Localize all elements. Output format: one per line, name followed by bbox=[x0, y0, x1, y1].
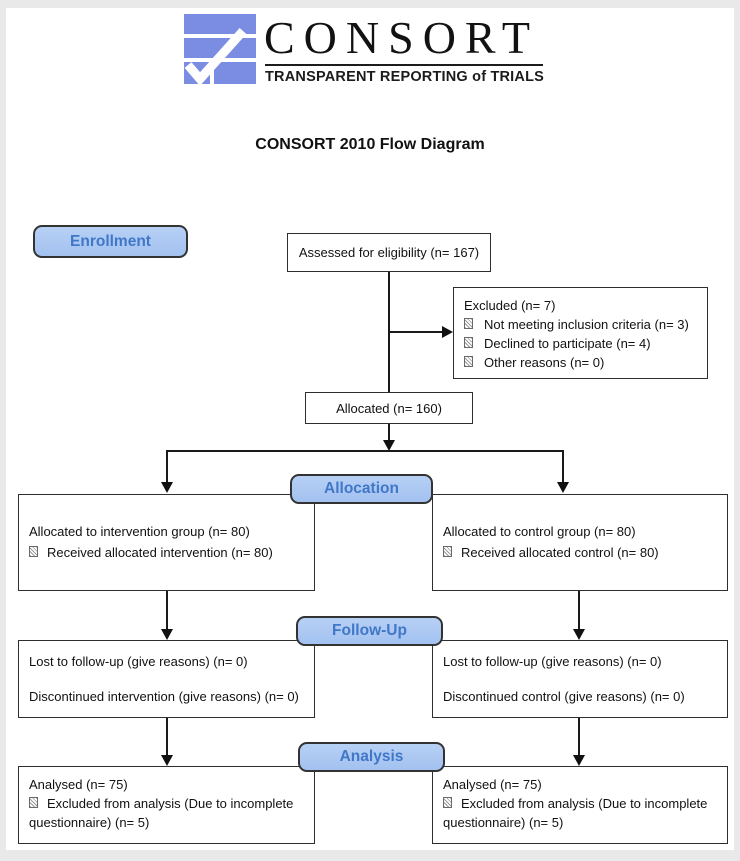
analysis-right-box: Analysed (n= 75) Excluded from analysis … bbox=[432, 766, 728, 844]
control-group-box: Allocated to control group (n= 80) Recei… bbox=[432, 494, 728, 591]
control-bullet-text: Received allocated control (n= 80) bbox=[461, 545, 659, 560]
stage-label-enrollment: Enrollment bbox=[33, 225, 188, 258]
excluded-box: Excluded (n= 7) Not meeting inclusion cr… bbox=[453, 287, 708, 379]
split-left-drop bbox=[166, 450, 168, 482]
missing-glyph-bullet-icon bbox=[464, 337, 473, 348]
stage-label-analysis: Analysis bbox=[298, 742, 445, 772]
split-right-drop bbox=[562, 450, 564, 482]
excluded-item-text: Other reasons (n= 0) bbox=[484, 355, 605, 370]
followup-right-line1: Lost to follow-up (give reasons) (n= 0) bbox=[443, 654, 662, 669]
analysis-left-bullet-line: Excluded from analysis (Due to incomplet… bbox=[29, 794, 304, 832]
arrowhead-analysis-right bbox=[573, 755, 585, 766]
connector-allocated-split bbox=[388, 424, 390, 442]
allocated-text: Allocated (n= 160) bbox=[336, 400, 442, 416]
followup-left-line1: Lost to follow-up (give reasons) (n= 0) bbox=[29, 654, 248, 669]
assessed-eligibility-box: Assessed for eligibility (n= 167) bbox=[287, 233, 491, 272]
analysis-left-box: Analysed (n= 75) Excluded from analysis … bbox=[18, 766, 315, 844]
followup-left-box: Lost to follow-up (give reasons) (n= 0) … bbox=[18, 640, 315, 718]
excluded-title: Excluded (n= 7) bbox=[464, 298, 556, 313]
page-title: CONSORT 2010 Flow Diagram bbox=[255, 136, 485, 153]
analysis-left-line1: Analysed (n= 75) bbox=[29, 777, 128, 792]
control-line1: Allocated to control group (n= 80) bbox=[443, 524, 636, 539]
logo-rule bbox=[265, 64, 543, 66]
arrowhead-followup-right bbox=[573, 629, 585, 640]
arrowhead-intervention bbox=[161, 482, 173, 493]
intervention-bullet-text: Received allocated intervention (n= 80) bbox=[47, 545, 273, 560]
connector-followup-analysis-right bbox=[578, 718, 580, 756]
missing-glyph-bullet-icon bbox=[464, 318, 473, 329]
logo-tagline: TRANSPARENT REPORTING of TRIALS bbox=[265, 69, 545, 85]
assessed-text: Assessed for eligibility (n= 167) bbox=[298, 245, 480, 260]
allocated-box: Allocated (n= 160) bbox=[305, 392, 473, 424]
arrowhead-control bbox=[557, 482, 569, 493]
analysis-right-bullet-line: Excluded from analysis (Due to incomplet… bbox=[443, 794, 717, 832]
connector-control-followup bbox=[578, 591, 580, 630]
arrowhead-analysis-left bbox=[161, 755, 173, 766]
intervention-group-box: Allocated to intervention group (n= 80) … bbox=[18, 494, 315, 591]
followup-right-line2: Discontinued control (give reasons) (n= … bbox=[443, 689, 685, 704]
connector-followup-analysis-left bbox=[166, 718, 168, 756]
consort-logo-icon bbox=[183, 14, 257, 86]
control-bullet-line: Received allocated control (n= 80) bbox=[443, 542, 717, 563]
spacer bbox=[443, 671, 717, 687]
excluded-item: Not meeting inclusion criteria (n= 3) bbox=[464, 315, 697, 334]
arrowhead-followup-left bbox=[161, 629, 173, 640]
missing-glyph-bullet-icon bbox=[443, 546, 452, 557]
analysis-right-bullet-text: Excluded from analysis (Due to incomplet… bbox=[443, 796, 708, 830]
missing-glyph-bullet-icon bbox=[443, 797, 452, 808]
logo-wordmark: CONSORT bbox=[264, 12, 539, 63]
missing-glyph-bullet-icon bbox=[29, 546, 38, 557]
followup-right-box: Lost to follow-up (give reasons) (n= 0) … bbox=[432, 640, 728, 718]
connector-to-excluded bbox=[388, 331, 444, 333]
missing-glyph-bullet-icon bbox=[464, 356, 473, 367]
page: CONSORT TRANSPARENT REPORTING of TRIALS … bbox=[6, 8, 734, 850]
excluded-item: Other reasons (n= 0) bbox=[464, 353, 697, 372]
intervention-bullet-line: Received allocated intervention (n= 80) bbox=[29, 542, 304, 563]
excluded-item-text: Not meeting inclusion criteria (n= 3) bbox=[484, 317, 689, 332]
analysis-right-line1: Analysed (n= 75) bbox=[443, 777, 542, 792]
followup-left-line2: Discontinued intervention (give reasons)… bbox=[29, 689, 299, 704]
stage-label-followup: Follow-Up bbox=[296, 616, 443, 646]
split-horizontal-line bbox=[166, 450, 563, 452]
connector-intervention-followup bbox=[166, 591, 168, 630]
excluded-item: Declined to participate (n= 4) bbox=[464, 334, 697, 353]
analysis-left-bullet-text: Excluded from analysis (Due to incomplet… bbox=[29, 796, 294, 830]
arrowhead-split bbox=[383, 440, 395, 451]
arrowhead-excluded bbox=[442, 326, 453, 338]
missing-glyph-bullet-icon bbox=[29, 797, 38, 808]
spacer bbox=[29, 671, 304, 687]
stage-label-allocation: Allocation bbox=[290, 474, 433, 504]
intervention-line1: Allocated to intervention group (n= 80) bbox=[29, 524, 250, 539]
excluded-item-text: Declined to participate (n= 4) bbox=[484, 336, 651, 351]
